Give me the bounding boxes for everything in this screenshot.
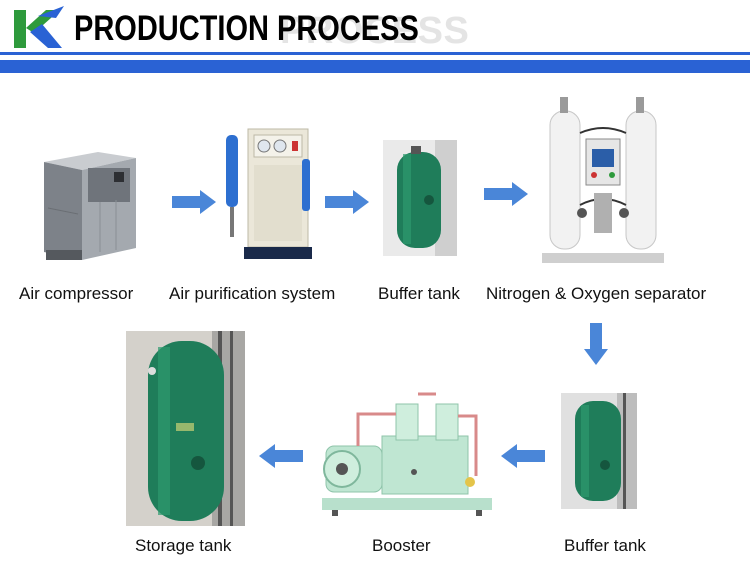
step-label-storage-tank: Storage tank [135,536,232,555]
step-label-air-compressor: Air compressor [19,284,134,303]
step-label-separator: Nitrogen & Oxygen separator [486,284,707,303]
step-label-buffer-tank-1: Buffer tank [378,284,460,303]
k-logo-icon [14,6,64,48]
header-divider-thick [0,60,750,73]
buffer-tank-icon [561,393,637,509]
storage-tank-icon [126,331,245,526]
air-purification-icon [226,128,312,259]
page-header: PROCESS PRODUCTION PROCESS [0,0,750,78]
header-divider-thin [0,52,750,55]
arrow-down-icon [584,323,608,365]
arrow-left-icon [501,444,545,468]
step-label-booster: Booster [372,536,431,555]
arrow-right-icon [325,190,369,214]
arrow-right-icon [172,190,216,214]
separator-icon [542,97,664,263]
arrow-right-icon [484,182,528,206]
buffer-tank-icon [383,140,457,256]
page-title: PRODUCTION PROCESS [74,10,419,49]
step-label-buffer-tank-2: Buffer tank [564,536,646,555]
step-label-air-purification: Air purification system [169,284,336,303]
arrow-left-icon [259,444,303,468]
title-shadow-text: PROCESS [280,10,470,52]
air-compressor-icon [44,152,136,260]
booster-icon [322,392,492,516]
